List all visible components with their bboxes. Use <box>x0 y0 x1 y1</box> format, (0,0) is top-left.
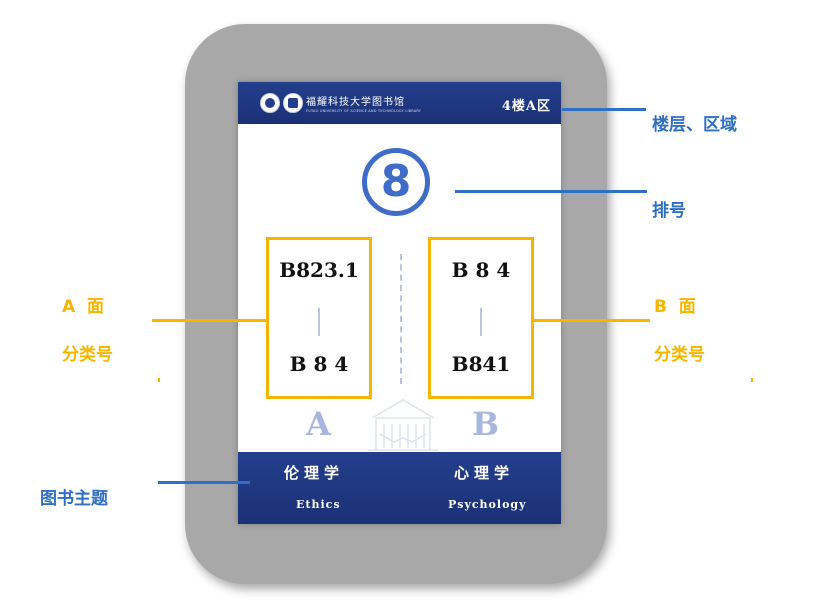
library-building-watermark-icon <box>368 399 438 451</box>
side-b-code-separator <box>480 308 482 336</box>
row-annotation: 排号 <box>652 201 686 221</box>
side-b-code-start: B 8 4 <box>451 258 511 282</box>
row-number: 8 <box>380 156 412 207</box>
side-b-code-box: B 8 4 B841 <box>428 237 534 399</box>
sign-header-bar: 福耀科技大学图书馆 FUYAO UNIVERSITY OF SCIENCE AN… <box>238 82 561 124</box>
center-dashed-divider <box>400 254 402 384</box>
topic-annotation: 图书主题 <box>40 489 108 509</box>
side-b-topic-en: Psychology <box>448 498 527 511</box>
side-a-code-end: B 8 4 <box>289 352 349 376</box>
floor-zone-label: 4楼A区 <box>501 99 551 114</box>
side-b-tick-mark <box>751 378 753 382</box>
side-a-annotation-line1: A 面 <box>62 297 104 317</box>
topic-leader-line <box>158 481 250 484</box>
sign-topic-bar: 伦理学 Ethics 心理学 Psychology <box>238 452 561 524</box>
library-logo-icon <box>283 93 303 113</box>
side-a-letter: A <box>306 405 331 443</box>
side-b-leader-line <box>532 319 650 322</box>
side-a-topic-cn: 伦理学 <box>284 464 345 482</box>
side-b-code-end: B841 <box>451 352 511 376</box>
side-a-annotation-line2: 分类号 <box>62 345 113 365</box>
side-a-leader-line <box>152 319 268 322</box>
side-b-annotation-line2: 分类号 <box>654 345 705 365</box>
side-a-topic-en: Ethics <box>296 498 341 511</box>
university-subtitle: FUYAO UNIVERSITY OF SCIENCE AND TECHNOLO… <box>306 109 422 113</box>
row-number-circle: 8 <box>362 148 430 216</box>
side-a-code-separator <box>318 308 320 336</box>
side-a-code-box: B823.1 B 8 4 <box>266 237 372 399</box>
side-a-code-start: B823.1 <box>279 258 359 282</box>
side-a-tick-mark <box>158 378 160 382</box>
side-b-annotation-line1: B 面 <box>654 297 696 317</box>
row-leader-line <box>455 190 647 193</box>
university-name: 福耀科技大学图书馆 <box>306 97 405 108</box>
floor-zone-leader-line <box>562 108 646 111</box>
side-b-topic-cn: 心理学 <box>454 464 515 482</box>
floor-zone-annotation: 楼层、区域 <box>652 115 737 135</box>
side-b-letter: B <box>472 405 500 443</box>
university-emblem-icon <box>260 93 280 113</box>
sign-panel: 福耀科技大学图书馆 FUYAO UNIVERSITY OF SCIENCE AN… <box>238 82 561 524</box>
